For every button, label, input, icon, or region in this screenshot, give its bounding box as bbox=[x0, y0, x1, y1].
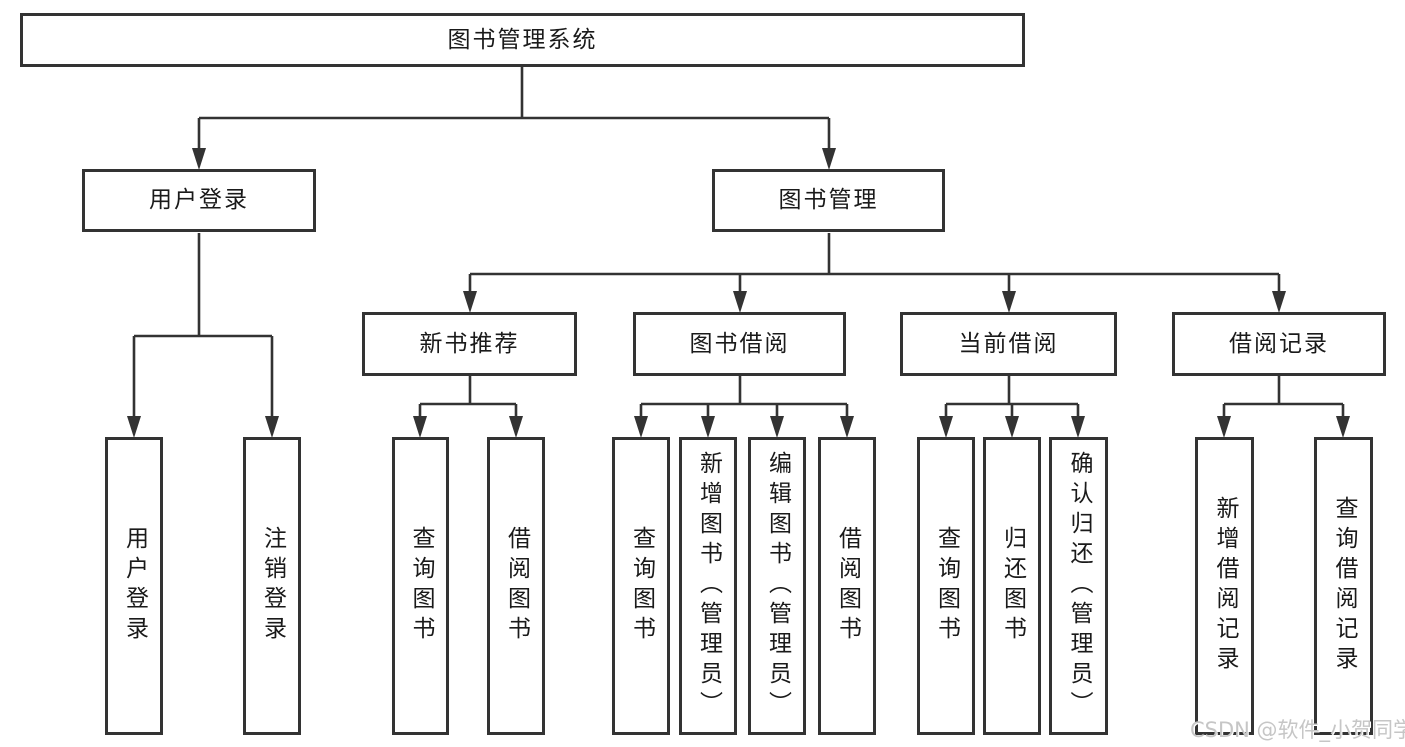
node-label: 借阅记录 bbox=[1229, 330, 1329, 357]
node-label: 编辑图书（管理员） bbox=[764, 451, 791, 721]
node-label: 查询图书 bbox=[933, 526, 960, 646]
node-label: 查询图书 bbox=[628, 526, 655, 646]
arrowhead bbox=[701, 416, 715, 438]
node-label: 图书管理 bbox=[778, 187, 879, 213]
node-query-books-current: 查询图书 bbox=[917, 437, 975, 735]
node-user-login: 用户登录 bbox=[82, 169, 316, 232]
connector-book-borrowing bbox=[634, 376, 854, 438]
arrowhead bbox=[939, 416, 953, 438]
node-edit-books-admin: 编辑图书（管理员） bbox=[748, 437, 806, 735]
node-label: 借阅图书 bbox=[834, 526, 861, 646]
arrowhead bbox=[770, 416, 784, 438]
node-label: 用户登录 bbox=[149, 187, 249, 213]
node-label: 确认归还（管理员） bbox=[1066, 451, 1092, 721]
node-borrowing-records: 借阅记录 bbox=[1172, 312, 1386, 376]
node-label: 新增借阅记录 bbox=[1212, 496, 1238, 676]
node-label: 当前借阅 bbox=[958, 330, 1059, 357]
node-label: 查询图书 bbox=[408, 526, 434, 646]
connector-new-book-recommendation bbox=[413, 376, 523, 438]
arrowhead bbox=[1071, 416, 1085, 438]
node-label: 图书管理系统 bbox=[447, 26, 598, 53]
connector-book-management bbox=[463, 233, 1286, 313]
arrowhead bbox=[1005, 416, 1019, 438]
node-library-management-system: 图书管理系统 bbox=[20, 13, 1025, 67]
arrowhead bbox=[265, 416, 279, 438]
node-book-management: 图书管理 bbox=[712, 169, 945, 232]
arrowhead bbox=[822, 148, 836, 170]
node-borrow-books-borrowing: 借阅图书 bbox=[818, 437, 876, 735]
csdn-watermark: CSDN @软件_小贺同学 bbox=[1190, 718, 1405, 742]
arrowhead bbox=[192, 148, 206, 170]
node-borrow-books-recommendation: 借阅图书 bbox=[487, 437, 545, 735]
node-query-books-borrowing: 查询图书 bbox=[612, 437, 670, 735]
arrowhead bbox=[1002, 291, 1016, 313]
arrowhead bbox=[1217, 416, 1231, 438]
arrowhead bbox=[1272, 291, 1286, 313]
connector-user-login bbox=[127, 233, 279, 438]
connector-borrowing-records bbox=[1217, 376, 1350, 438]
node-user-login-leaf: 用户登录 bbox=[105, 437, 163, 735]
node-logout: 注销登录 bbox=[243, 437, 301, 735]
arrowhead bbox=[733, 291, 747, 313]
node-add-books-admin: 新增图书（管理员） bbox=[679, 437, 737, 735]
node-return-books: 归还图书 bbox=[983, 437, 1041, 735]
arrowhead bbox=[634, 416, 648, 438]
connector-root bbox=[192, 67, 836, 170]
node-book-borrowing: 图书借阅 bbox=[633, 312, 846, 376]
node-query-borrow-record: 查询借阅记录 bbox=[1314, 437, 1373, 735]
node-current-borrowing: 当前借阅 bbox=[900, 312, 1117, 376]
node-query-books-recommendation: 查询图书 bbox=[392, 437, 449, 735]
node-new-book-recommendation: 新书推荐 bbox=[362, 312, 577, 376]
arrowhead bbox=[509, 416, 523, 438]
node-label: 归还图书 bbox=[999, 526, 1026, 646]
node-label: 借阅图书 bbox=[503, 526, 530, 646]
arrowhead bbox=[1336, 416, 1350, 438]
arrowhead bbox=[463, 291, 477, 313]
node-label: 注销登录 bbox=[259, 526, 286, 646]
arrowhead bbox=[413, 416, 427, 438]
node-confirm-return-admin: 确认归还（管理员） bbox=[1049, 437, 1108, 735]
connector-current-borrowing bbox=[939, 376, 1085, 438]
node-label: 用户登录 bbox=[121, 526, 148, 646]
arrowhead bbox=[127, 416, 141, 438]
node-label: 查询借阅记录 bbox=[1331, 496, 1357, 676]
arrowhead bbox=[840, 416, 854, 438]
node-add-borrow-record: 新增借阅记录 bbox=[1195, 437, 1254, 735]
node-label: 新书推荐 bbox=[419, 330, 520, 357]
node-label: 新增图书（管理员） bbox=[695, 451, 722, 721]
node-label: 图书借阅 bbox=[689, 330, 790, 357]
